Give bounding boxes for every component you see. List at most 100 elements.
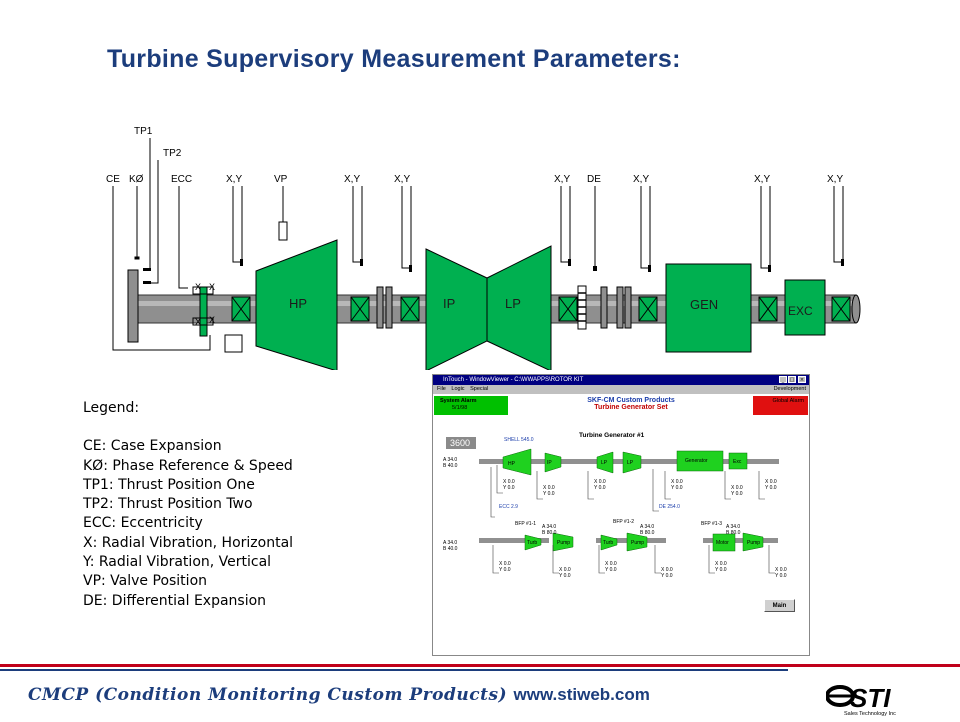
menu-file[interactable]: File (437, 386, 446, 392)
bfp-1-a: A 34.0 (542, 524, 557, 530)
bfp-2-b: B 80.0 (640, 530, 655, 536)
bfp-1: BFP #1-1 (515, 521, 537, 527)
legend-item: TP2: Thrust Position Two (83, 496, 253, 513)
speed-display: 3600 (446, 437, 476, 449)
thrust-collar (127, 269, 139, 343)
legend: Legend: CE: Case Expansion KØ: Phase Ref… (83, 399, 293, 611)
legend-item: DE: Differential Expansion (83, 592, 267, 609)
mini-ip: IP (547, 460, 552, 466)
main-button[interactable]: Main (764, 599, 795, 612)
label-de: DE (587, 174, 601, 185)
label-xy-5: X,Y (633, 174, 650, 185)
yv-12: Y 0.0 (775, 573, 787, 579)
hp-turbine (255, 239, 338, 370)
yv-7: Y 0.0 (499, 567, 511, 573)
ab-a-2: A 34.0 (443, 540, 458, 546)
xv-12: X 0.0 (775, 567, 787, 573)
header-line-1: SKF-CM Custom Products (587, 397, 675, 404)
exc-label: EXC (788, 304, 813, 318)
yv-10: Y 0.0 (661, 573, 673, 579)
header-center: SKF-CM Custom Products Turbine Generator… (509, 396, 753, 415)
ip-label: IP (443, 296, 456, 311)
xv-10: X 0.0 (661, 567, 673, 573)
xv-5: X 0.0 (731, 485, 743, 491)
ecc-x-marker-4: X (209, 315, 216, 325)
pump-label-3: Turb (603, 540, 614, 546)
menu-special[interactable]: Special (470, 386, 489, 392)
bfp-1-b: B 80.0 (542, 530, 557, 536)
mini-generator: Generator (685, 458, 708, 464)
menu-logic[interactable]: Logic (451, 386, 465, 392)
pump-label-4: Pump (631, 540, 645, 546)
hp-label: HP (289, 296, 308, 311)
legend-item: TP1: Thrust Position One (83, 476, 255, 493)
close-button[interactable]: × (798, 376, 806, 383)
xv-7: X 0.0 (499, 561, 511, 567)
bearing-crosses (231, 296, 851, 322)
couplings (376, 286, 632, 329)
xv-4: X 0.0 (671, 479, 683, 485)
sti-logo-text: STI (850, 683, 891, 713)
yv-1: Y 0.0 (503, 485, 515, 491)
pump-label-2: Pump (557, 540, 571, 546)
ecc-x-marker-3: X (195, 317, 202, 327)
label-xy-6: X,Y (754, 174, 771, 185)
footer-divider (0, 664, 960, 667)
menu-bar: File Logic Special Development (433, 385, 809, 394)
yv-9: Y 0.0 (605, 567, 617, 573)
legend-item: VP: Valve Position (83, 573, 208, 590)
footer-text: CMCP (Condition Monitoring Custom Produc… (28, 685, 650, 705)
sti-logo-icon: STI (826, 683, 891, 713)
mini-exc: Exc (733, 459, 742, 465)
legend-item: ECC: Eccentricity (83, 515, 203, 532)
yv-11: Y 0.0 (715, 567, 727, 573)
ab-a-1: A 34.0 (443, 457, 458, 463)
mini-train (479, 448, 779, 574)
global-alarm-title: Global Alarm (772, 398, 805, 404)
ecc-value: ECC 2.9 (499, 504, 518, 510)
ab-b-1: B 40.0 (443, 463, 458, 469)
system-alarm-panel[interactable]: System Alarm 5/1/98 (434, 396, 508, 415)
xv-3: X 0.0 (594, 479, 606, 485)
mini-lp-2: LP (627, 460, 634, 466)
vp-sensor-box (278, 221, 288, 241)
label-tp1: TP1 (134, 126, 153, 137)
minimize-button[interactable]: _ (779, 376, 787, 383)
legend-item: CE: Case Expansion (83, 438, 222, 455)
pump-label-1: Turb (527, 540, 538, 546)
legend-item: X: Radial Vibration, Horizontal (83, 534, 294, 551)
label-xy-3: X,Y (394, 174, 411, 185)
footer-url[interactable]: www.stiweb.com (513, 685, 650, 704)
exciter (784, 279, 826, 336)
xv-9: X 0.0 (605, 561, 617, 567)
ip-turbine (425, 248, 488, 370)
yv-8: Y 0.0 (559, 573, 571, 579)
sensor-tips (143, 259, 844, 284)
ab-b-2: B 40.0 (443, 546, 458, 552)
footer: CMCP (Condition Monitoring Custom Produc… (0, 664, 960, 720)
leader-ce (112, 186, 211, 351)
menu-development[interactable]: Development (773, 386, 806, 392)
xv-2: X 0.0 (543, 485, 555, 491)
label-xy-1: X,Y (226, 174, 243, 185)
global-alarm-panel[interactable]: Global Alarm (753, 396, 808, 415)
generator (665, 263, 752, 353)
yv-2: Y 0.0 (543, 491, 555, 497)
yv-5: Y 0.0 (731, 491, 743, 497)
mini-hp: HP (508, 461, 515, 467)
legend-heading: Legend: (83, 400, 140, 416)
label-ko: KØ (129, 174, 144, 185)
footer-box (0, 669, 788, 722)
page-title: Turbine Supervisory Measurement Paramete… (107, 45, 681, 73)
bfp-2-a: A 34.0 (640, 524, 655, 530)
bfp-3-b: B 80.0 (726, 530, 741, 536)
label-xy-2: X,Y (344, 174, 361, 185)
xv-6: X 0.0 (765, 479, 777, 485)
de-value: DE 254.0 (659, 504, 680, 510)
lp-label: LP (505, 296, 521, 311)
label-vp: VP (274, 174, 288, 185)
leader-lines (112, 138, 844, 351)
xv-1: X 0.0 (503, 479, 515, 485)
maximize-button[interactable]: □ (788, 376, 796, 383)
bfp-3: BFP #1-3 (701, 521, 723, 527)
